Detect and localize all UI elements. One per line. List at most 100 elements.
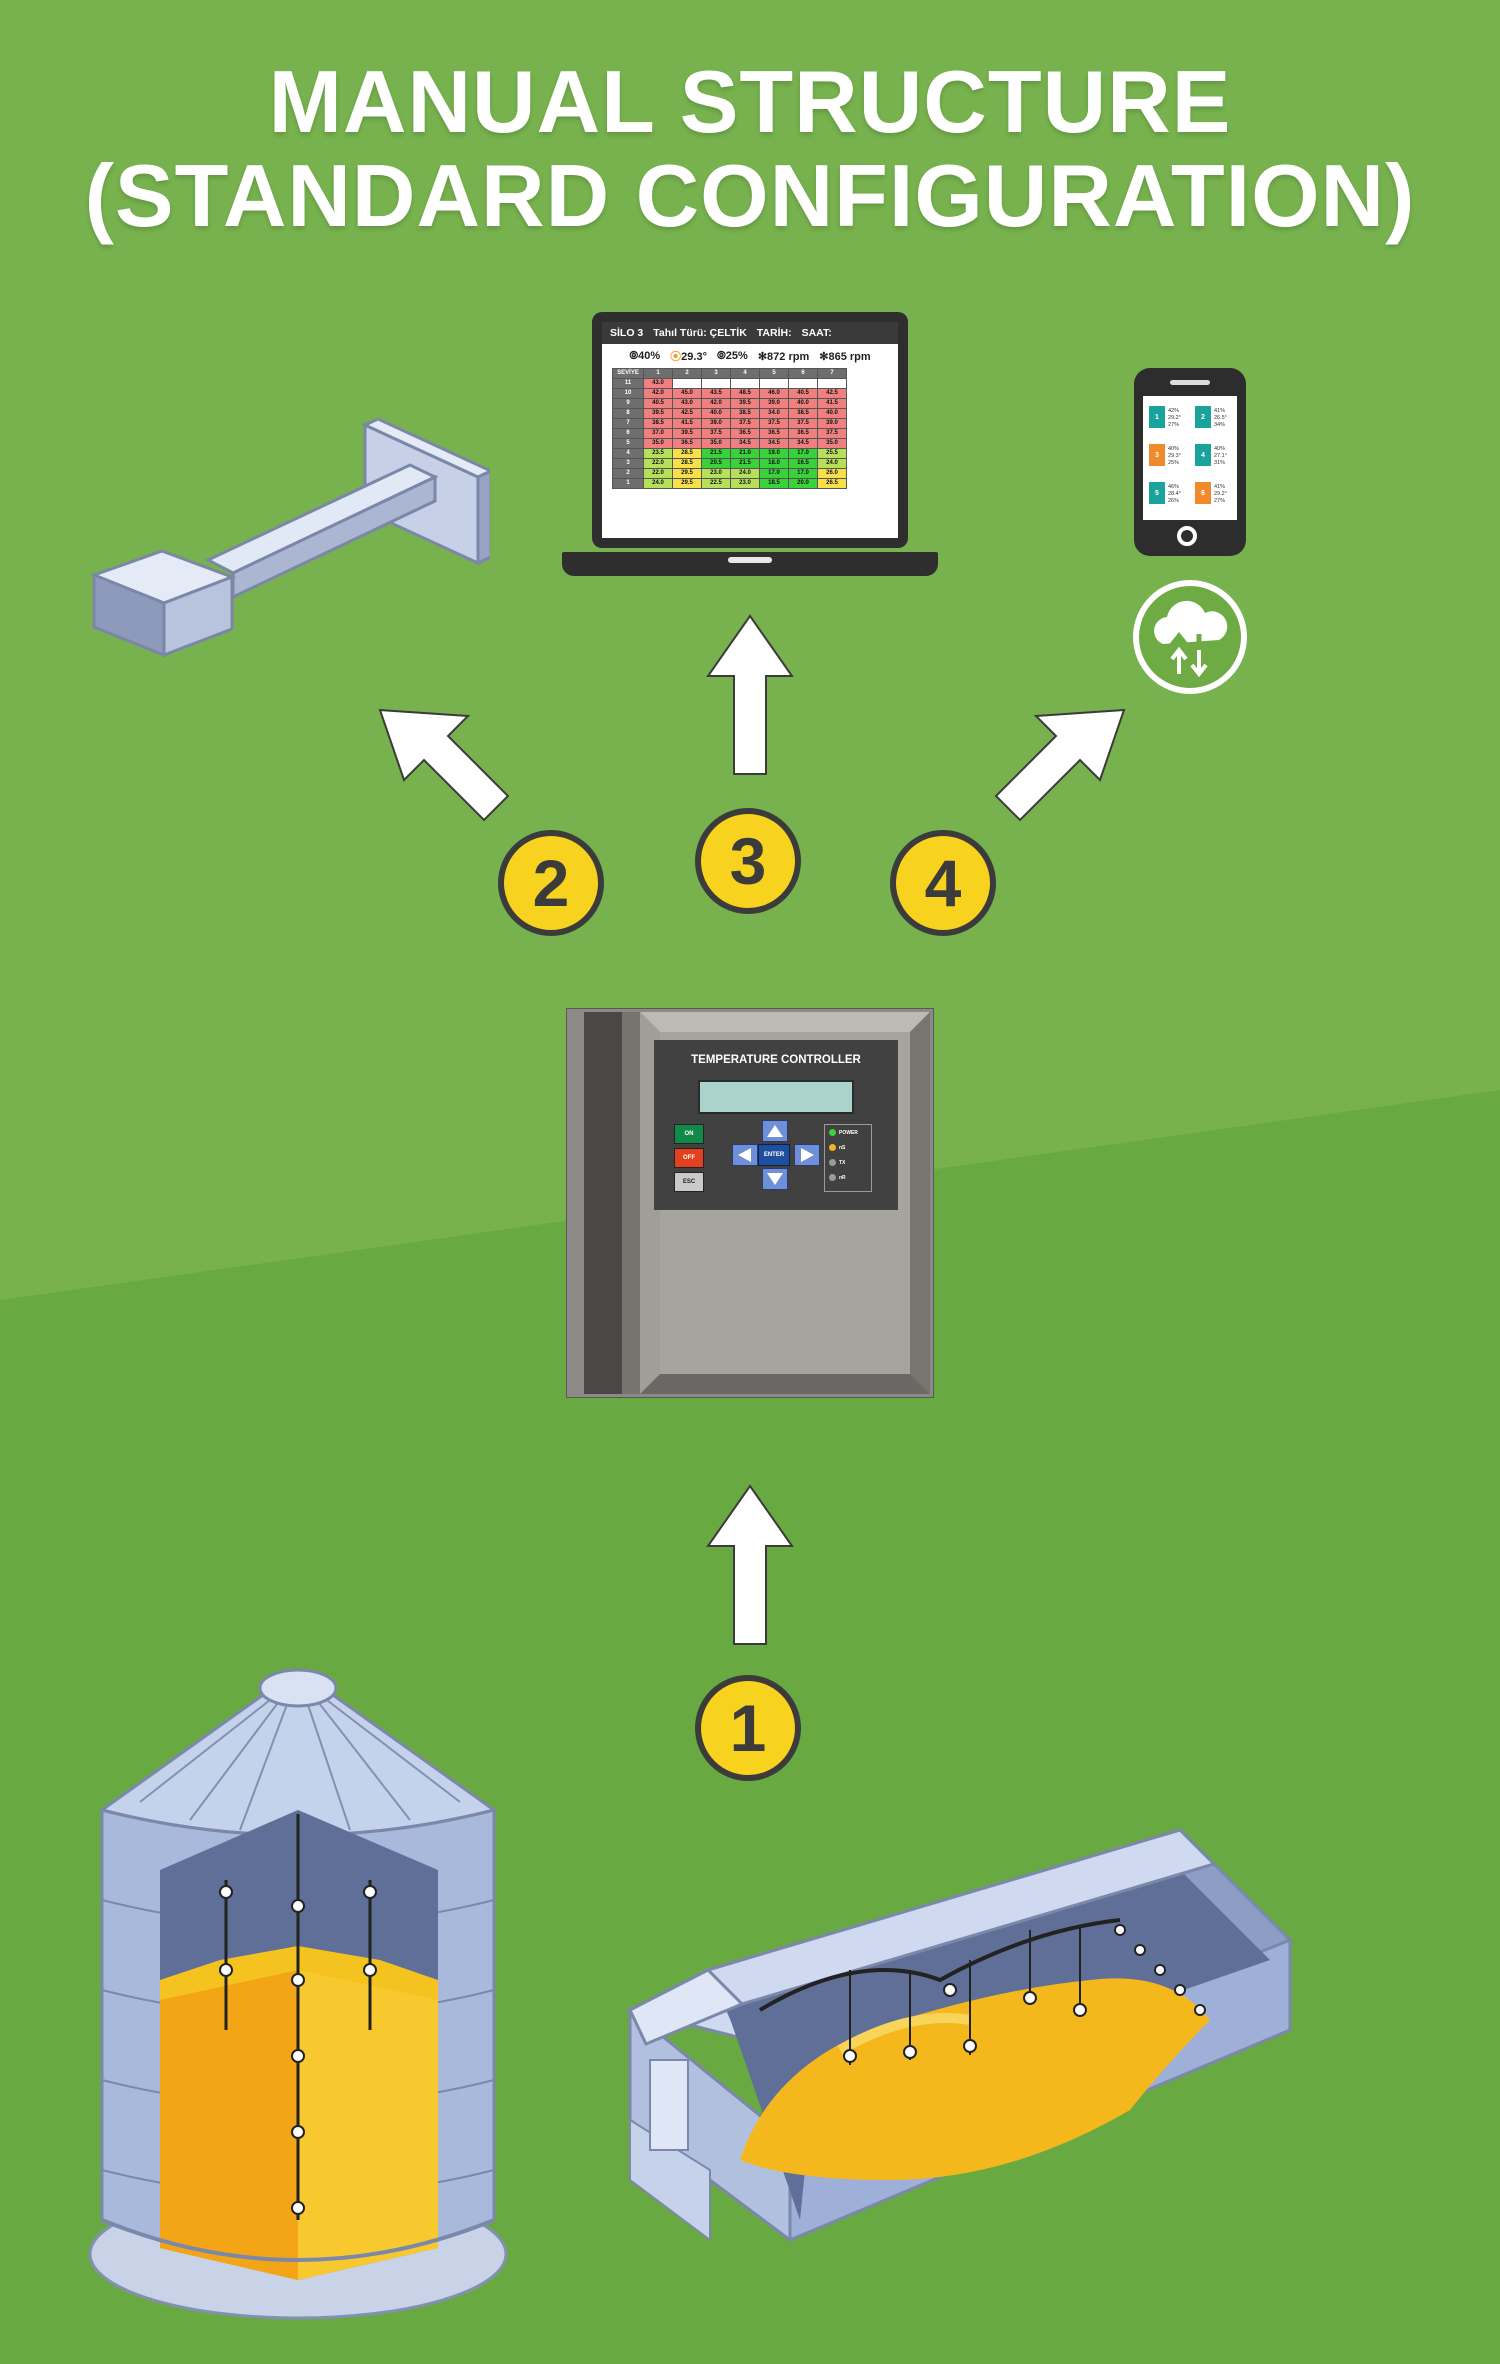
temperature-cell: 37.5 [701, 428, 731, 439]
step-badge-2: 2 [498, 830, 604, 936]
level-cell: 5 [612, 438, 644, 449]
enter-button[interactable]: ENTER [758, 1144, 790, 1166]
thermometer-icon: ⦿ [670, 351, 682, 363]
mini-silo-icon[interactable]: 4 [1195, 444, 1211, 466]
off-button[interactable]: OFF [674, 1148, 704, 1168]
temperature-cell: 42.0 [701, 398, 731, 409]
controller-lcd-display [698, 1080, 854, 1114]
temperature-cell: 35.0 [643, 438, 673, 449]
temperature-cell: 25.5 [817, 448, 847, 459]
arrow-down-key[interactable] [762, 1168, 788, 1190]
temperature-cell: 43.0 [672, 398, 702, 409]
temperature-cell: 39.5 [672, 428, 702, 439]
mini-silo-reading: 42% [1168, 408, 1180, 414]
temperature-cell: 18.5 [759, 478, 789, 489]
mini-silo-reading: 26.5° [1214, 415, 1227, 421]
temperature-cell: 18.0 [759, 458, 789, 469]
temperature-cell: 35.0 [701, 438, 731, 449]
temperature-cell: 41.5 [817, 398, 847, 409]
chevron-down-icon [767, 1173, 783, 1185]
mini-silo-reading: 29.3° [1168, 453, 1181, 459]
temperature-cell: 42.5 [817, 388, 847, 399]
temperature-cell: 40.0 [701, 408, 731, 419]
mini-silo-reading: 31% [1214, 460, 1226, 466]
arrow-up-center [706, 614, 794, 775]
mini-silo-reading: 27% [1168, 422, 1180, 428]
arrow-up-bottom [706, 1484, 794, 1645]
temperature-cell: 46.0 [759, 388, 789, 399]
temperature-cell: 17.0 [759, 468, 789, 479]
arrow-left-key[interactable] [732, 1144, 758, 1166]
mini-silo-reading: 26% [1168, 498, 1180, 504]
temperature-cell [817, 378, 847, 389]
laptop-status-bar: ⦾40% ⦿29.3° ⦾25% ✻872 rpm ✻865 rpm [602, 344, 898, 368]
temperature-cell: 38.5 [788, 408, 818, 419]
temperature-cell: 42.0 [643, 388, 673, 399]
led-tx: TX [825, 1155, 871, 1170]
temperature-cell [701, 378, 731, 389]
level-cell: 6 [612, 428, 644, 439]
column-header: 7 [817, 368, 847, 379]
temperature-cell: 24.0 [643, 478, 673, 489]
fan-icon: ✻ [757, 350, 768, 363]
mini-silo-icon[interactable]: 3 [1149, 444, 1165, 466]
laptop-header: SİLO 3 Tahıl Türü: ÇELTİK TARİH: SAAT: [602, 322, 898, 344]
on-button[interactable]: ON [674, 1124, 704, 1144]
temperature-cell [672, 378, 702, 389]
level-cell: 8 [612, 408, 644, 419]
temperature-cell: 43.0 [643, 378, 673, 389]
temperature-cell: 40.5 [643, 398, 673, 409]
mini-silo-reading: 40% [1214, 446, 1226, 452]
led-ns: nS [825, 1140, 871, 1155]
arrow-up-key[interactable] [762, 1120, 788, 1142]
temperature-cell: 43.5 [701, 388, 731, 399]
column-header: 2 [672, 368, 702, 379]
mini-silo-icon[interactable]: 6 [1195, 482, 1211, 504]
temperature-cell: 28.5 [672, 448, 702, 459]
temperature-cell: 22.5 [701, 478, 731, 489]
temperature-cell: 39.5 [643, 408, 673, 419]
mini-silo-icon[interactable]: 5 [1149, 482, 1165, 504]
temperature-cell: 21.5 [701, 448, 731, 459]
temperature-cell: 19.0 [759, 448, 789, 459]
temperature-cell: 34.5 [759, 438, 789, 449]
level-cell: 4 [612, 448, 644, 459]
fan2-readout: ✻865 rpm [819, 350, 871, 363]
temperature-cell: 37.5 [730, 418, 760, 429]
mini-silo-icon[interactable]: 2 [1195, 406, 1211, 428]
mini-silo-reading: 41% [1214, 484, 1226, 490]
temperature-cell: 34.0 [759, 408, 789, 419]
temperature-cell: 36.5 [672, 438, 702, 449]
temperature-cell: 23.0 [730, 478, 760, 489]
temperature-cell: 22.0 [643, 458, 673, 469]
humidity-icon: ⦾ [629, 349, 639, 362]
temperature-cell: 48.5 [730, 388, 760, 399]
temperature-cell: 21.5 [730, 458, 760, 469]
temperature-cell: 37.5 [788, 418, 818, 429]
fan1-readout: ✻872 rpm [757, 350, 810, 363]
esc-button[interactable]: ESC [674, 1172, 704, 1192]
temperature-cell: 37.5 [759, 418, 789, 429]
temperature-cell: 39.0 [759, 398, 789, 409]
temperature-cell: 40.0 [788, 398, 818, 409]
led-nr: nR [825, 1170, 871, 1185]
temperature-cell: 16.5 [788, 458, 818, 469]
temperature-readout: ⦿29.3° [670, 351, 707, 363]
temperature-cell: 17.0 [788, 468, 818, 479]
temperature-cell: 20.0 [788, 478, 818, 489]
level-cell: 7 [612, 418, 644, 429]
mini-silo-icon[interactable]: 1 [1149, 406, 1165, 428]
temperature-cell: 35.0 [817, 438, 847, 449]
silo-label: SİLO 3 [610, 327, 644, 339]
level-cell: 11 [612, 378, 644, 389]
column-header: 4 [730, 368, 760, 379]
level-cell: 10 [612, 388, 644, 399]
arrow-right-key[interactable] [794, 1144, 820, 1166]
chevron-up-icon [767, 1125, 783, 1137]
temperature-cell [788, 378, 818, 389]
phone-home-button [1177, 526, 1197, 546]
